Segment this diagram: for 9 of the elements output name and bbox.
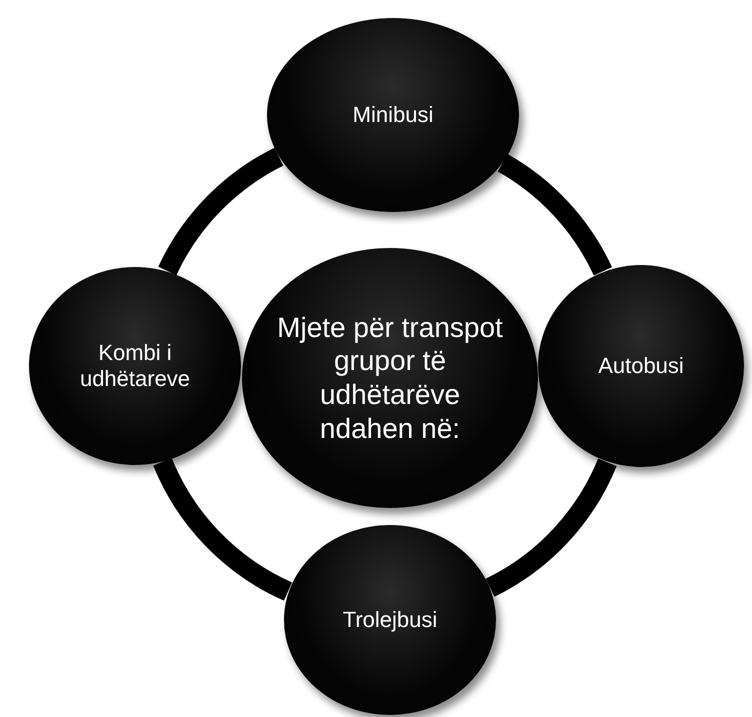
ring-connector	[158, 148, 284, 276]
ring-connector	[153, 458, 293, 600]
node-label: Autobusi	[598, 352, 684, 380]
node-label: Mjete për transpot grupor të udhëtarëve ndahen në:	[276, 310, 504, 446]
ring-connector	[497, 154, 612, 276]
node-label: Trolejbusi	[342, 606, 438, 634]
node-label: Kombi i udhëtareve	[78, 340, 192, 392]
node-label: Minibusi	[352, 102, 434, 128]
ring-connector	[485, 458, 616, 596]
